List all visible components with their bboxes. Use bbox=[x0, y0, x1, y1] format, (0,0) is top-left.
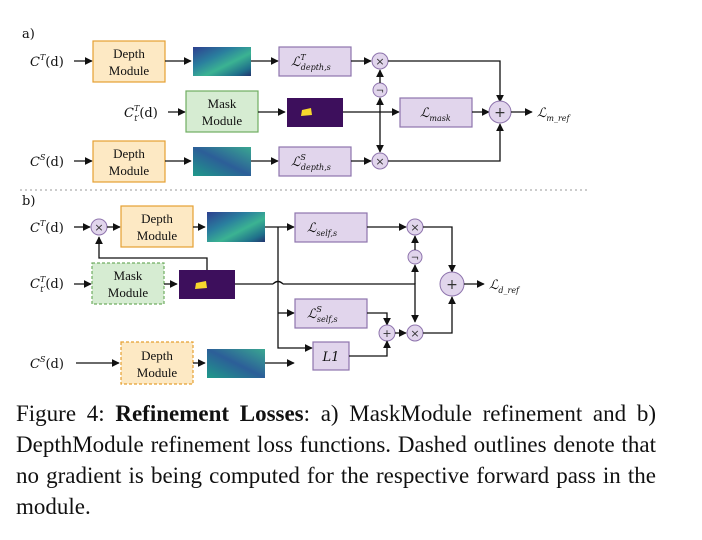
svg-text:CS(d): CS(d) bbox=[30, 153, 64, 170]
svg-text:L1: L1 bbox=[322, 350, 340, 365]
multiply-op-a1: × bbox=[371, 52, 389, 70]
svg-text:Module: Module bbox=[137, 228, 178, 243]
loss-self-s-box: ℒself,s bbox=[294, 212, 368, 243]
mask-image-b bbox=[179, 270, 235, 299]
svg-text:¬: ¬ bbox=[376, 86, 384, 97]
multiply-op-b1: × bbox=[406, 218, 424, 236]
svg-text:×: × bbox=[375, 55, 384, 68]
svg-text:×: × bbox=[375, 155, 384, 168]
input-cs-b: CS(d) bbox=[30, 355, 64, 372]
svg-text:+: + bbox=[382, 327, 391, 340]
depth-map-image-a1 bbox=[193, 47, 251, 76]
negation-op-b: ¬ bbox=[407, 249, 423, 265]
svg-text:ℒself,s: ℒself,s bbox=[307, 221, 337, 238]
multiply-op-b2: × bbox=[406, 324, 424, 342]
input-ct-b: CT(d) bbox=[30, 219, 64, 236]
svg-text:CTt′(d): CTt′(d) bbox=[124, 104, 158, 123]
depth-map-image-b1 bbox=[207, 212, 265, 242]
caption-body: : a) MaskModule refinement and b) DepthM… bbox=[16, 401, 656, 519]
svg-text:Depth: Depth bbox=[113, 46, 145, 61]
svg-text:¬: ¬ bbox=[411, 253, 419, 264]
svg-text:×: × bbox=[410, 327, 419, 340]
loss-m-ref-output: ℒm_ref bbox=[537, 106, 572, 123]
svg-text:Mask: Mask bbox=[114, 268, 143, 283]
panel-b-label: b) bbox=[22, 194, 35, 209]
svg-text:×: × bbox=[94, 221, 103, 234]
loss-mask-box: ℒmask bbox=[399, 97, 473, 128]
mask-image-a bbox=[287, 98, 343, 127]
depth-module-box-b2-dashed: Depth Module bbox=[120, 341, 194, 385]
svg-text:+: + bbox=[494, 105, 506, 121]
loss-d-ref-output: ℒd_ref bbox=[489, 278, 521, 295]
svg-text:×: × bbox=[410, 221, 419, 234]
depth-map-image-b2 bbox=[207, 349, 265, 378]
input-cs-a: CS(d) bbox=[30, 153, 64, 170]
svg-text:Module: Module bbox=[109, 63, 150, 78]
mask-module-box-b-dashed: Mask Module bbox=[91, 262, 165, 305]
caption-title: Refinement Losses bbox=[115, 401, 304, 426]
negation-op-a: ¬ bbox=[372, 82, 388, 98]
input-ct-a: CT(d) bbox=[30, 53, 64, 70]
panel-a-label: a) bbox=[22, 27, 35, 42]
svg-text:ℒm_ref: ℒm_ref bbox=[537, 106, 572, 123]
depth-map-image-a2 bbox=[193, 147, 251, 176]
mask-module-box-a: Mask Module bbox=[185, 90, 259, 133]
depth-module-box-a1: Depth Module bbox=[92, 40, 166, 83]
svg-text:Depth: Depth bbox=[141, 348, 173, 363]
svg-text:CTt′(d): CTt′(d) bbox=[30, 275, 64, 294]
svg-text:Depth: Depth bbox=[141, 211, 173, 226]
svg-text:CT(d): CT(d) bbox=[30, 53, 64, 70]
svg-text:Depth: Depth bbox=[113, 146, 145, 161]
svg-text:Module: Module bbox=[108, 285, 149, 300]
svg-text:CS(d): CS(d) bbox=[30, 355, 64, 372]
svg-text:Module: Module bbox=[202, 113, 243, 128]
sum-op-a: + bbox=[488, 100, 512, 124]
svg-text:ℒd_ref: ℒd_ref bbox=[489, 278, 521, 295]
svg-text:CT(d): CT(d) bbox=[30, 219, 64, 236]
sum-op-b: + bbox=[439, 271, 465, 297]
multiply-op-b0: × bbox=[90, 218, 108, 236]
svg-text:Mask: Mask bbox=[208, 96, 237, 111]
depth-module-box-a2: Depth Module bbox=[92, 140, 166, 183]
svg-text:ℒmask: ℒmask bbox=[420, 106, 451, 123]
svg-text:Module: Module bbox=[137, 365, 178, 380]
l1-loss-box: L1 bbox=[312, 341, 350, 371]
caption-figure-label: Figure 4: bbox=[16, 401, 105, 426]
figure-caption: Figure 4: Refinement Losses: a) MaskModu… bbox=[16, 398, 656, 522]
svg-text:Module: Module bbox=[109, 163, 150, 178]
multiply-op-a2: × bbox=[371, 152, 389, 170]
svg-text:+: + bbox=[446, 277, 458, 293]
sum-op-b2: + bbox=[378, 324, 396, 342]
depth-module-box-b1: Depth Module bbox=[120, 205, 194, 248]
